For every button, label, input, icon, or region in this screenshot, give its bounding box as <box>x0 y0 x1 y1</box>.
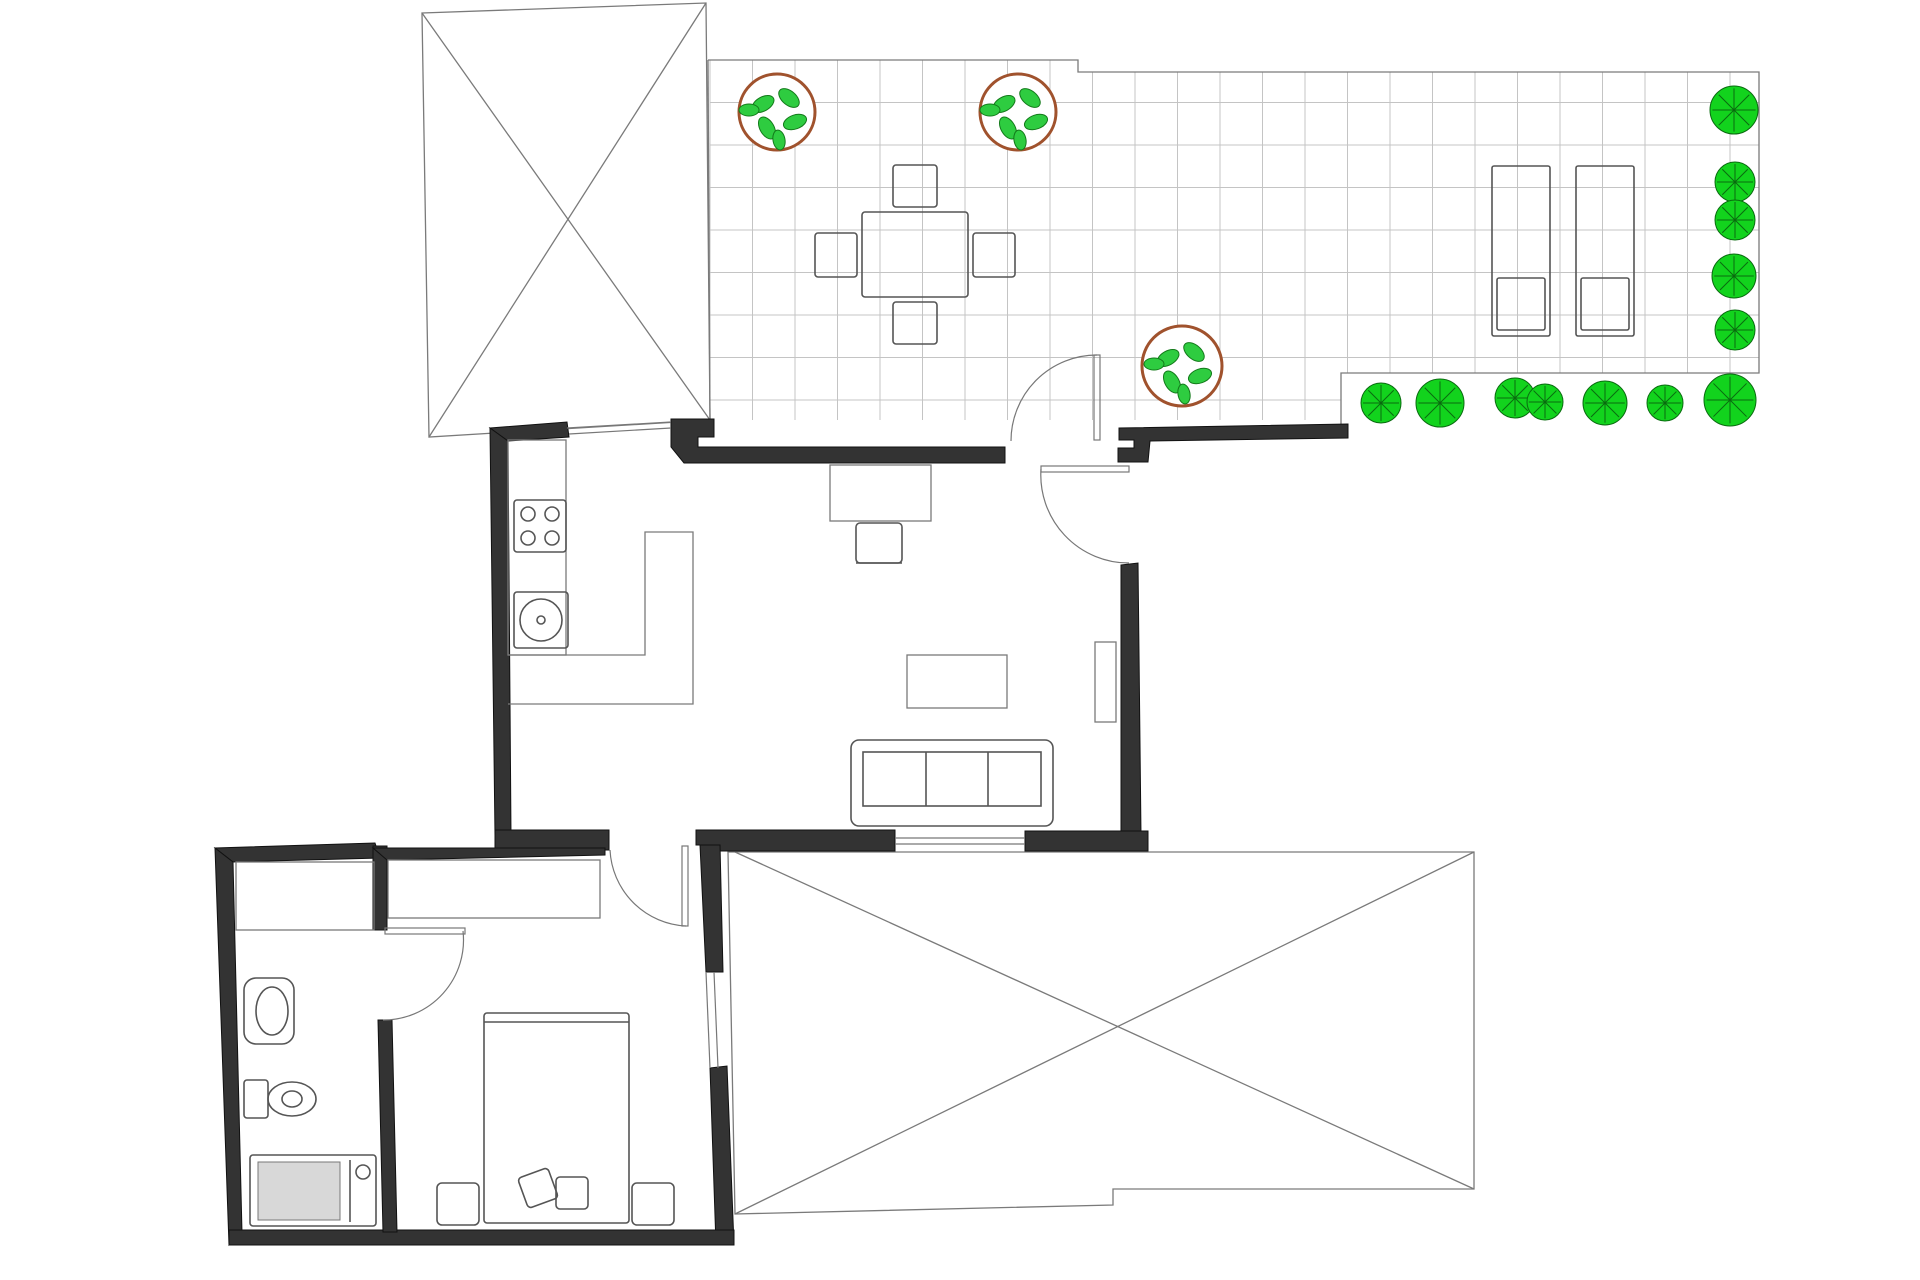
bedroom <box>436 1012 675 1226</box>
living-furniture <box>829 464 1117 827</box>
doors-windows <box>382 354 1130 1069</box>
void-bottom-right <box>727 851 1475 1215</box>
plants <box>737 72 1759 428</box>
skylight-void-top <box>421 2 711 438</box>
sofa <box>850 739 1054 827</box>
terrace-furniture <box>814 164 1635 345</box>
walls <box>213 418 1349 1247</box>
pillows <box>517 1167 589 1210</box>
shower-icon <box>249 1154 377 1227</box>
sink-icon <box>243 977 295 1045</box>
sun-lounger <box>1491 165 1635 337</box>
kitchen <box>507 439 694 705</box>
bathroom <box>235 859 601 1227</box>
terrace <box>707 59 1760 425</box>
toilet-icon <box>243 1079 317 1119</box>
plant-pot-icon <box>737 72 817 152</box>
plant-pot-icon <box>978 72 1058 152</box>
sink-icon <box>513 591 569 649</box>
stove-icon <box>513 499 567 553</box>
chair <box>855 522 903 564</box>
plant-pot-icon <box>1140 324 1224 408</box>
